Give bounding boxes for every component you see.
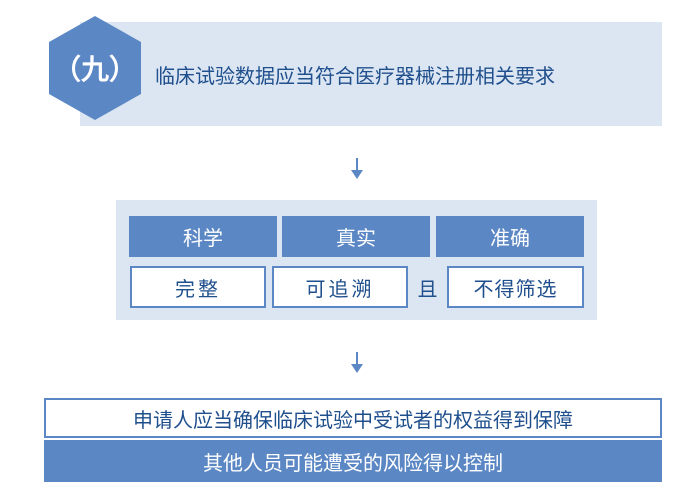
criterion-complete: 完整 <box>130 266 266 308</box>
down-arrow-icon <box>351 352 363 373</box>
down-arrow-icon <box>351 158 363 179</box>
hexagon-badge <box>49 16 141 120</box>
outcome-risk-controlled: 其他人员可能遭受的风险得以控制 <box>44 440 662 482</box>
criterion-no-screening: 不得筛选 <box>447 266 584 308</box>
section-number: （九） <box>52 53 137 86</box>
criterion-authentic: 真实 <box>282 216 430 257</box>
section-title: 临床试验数据应当符合医疗器械注册相关要求 <box>155 63 555 88</box>
header-band <box>80 22 662 126</box>
outcome-rights-protected: 申请人应当确保临床试验中受试者的权益得到保障 <box>44 398 662 438</box>
criterion-accurate: 准确 <box>436 216 584 257</box>
criterion-traceable: 可追溯 <box>272 266 408 308</box>
criterion-scientific: 科学 <box>129 216 277 257</box>
conjunction-label: 且 <box>417 276 438 301</box>
